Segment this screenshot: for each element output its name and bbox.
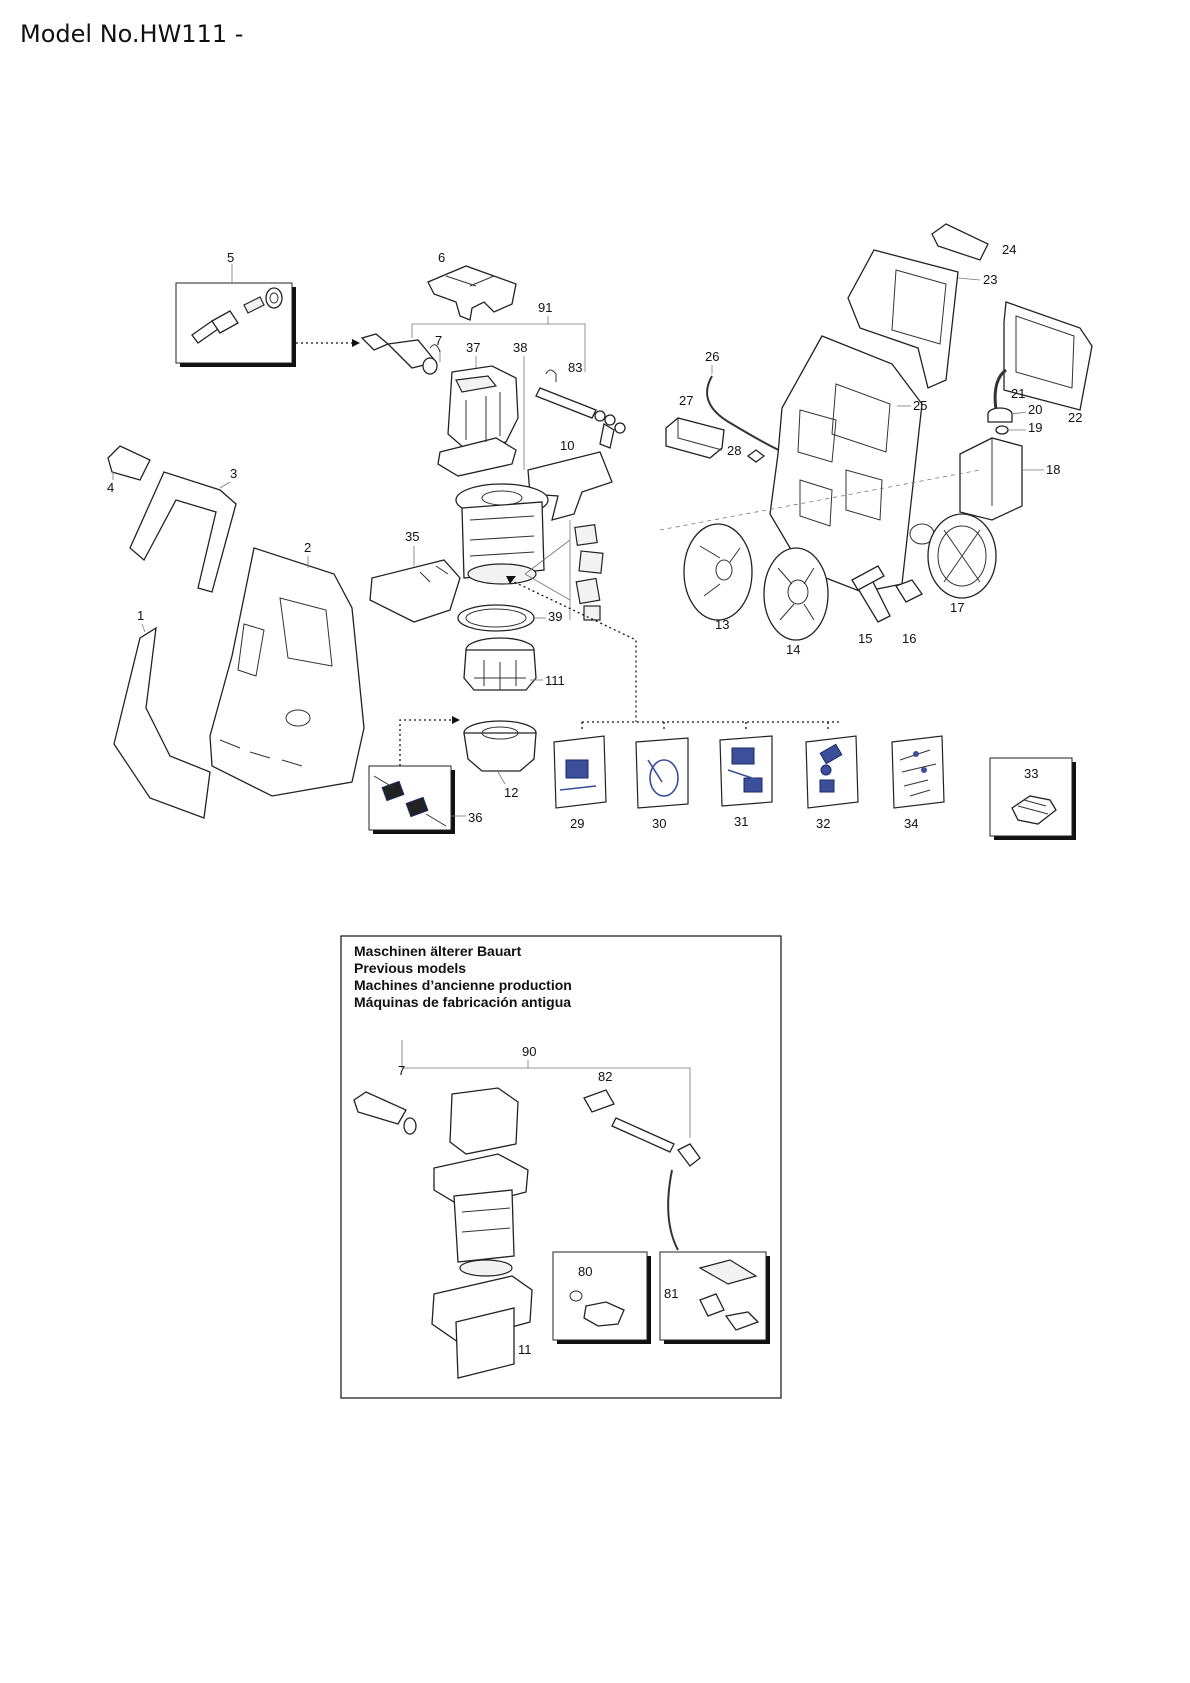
callout-28: 28 — [727, 443, 741, 458]
part-28-clip — [746, 449, 766, 463]
part-6-pump-cover — [427, 265, 517, 321]
kit-34-bag — [891, 735, 945, 809]
part-23-upper-frame — [847, 249, 959, 389]
callout-26: 26 — [705, 349, 719, 364]
callout-7: 7 — [435, 333, 442, 348]
prev-callout-81: 81 — [664, 1286, 678, 1301]
kit-29-bag — [553, 735, 607, 809]
callout-19: 19 — [1028, 420, 1042, 435]
kit-32-bag — [805, 735, 859, 809]
previous-models-panel: Maschinen älterer Bauart Previous models… — [340, 935, 782, 1399]
prev-callout-80: 80 — [578, 1264, 592, 1279]
prev-callout-11: 11 — [518, 1342, 532, 1357]
page-title: Model No.HW111 - — [20, 20, 244, 48]
callout-3: 3 — [230, 466, 237, 481]
callout-31: 31 — [734, 814, 748, 829]
motor-brush-set — [574, 524, 604, 621]
part-111-motor-housing — [463, 637, 537, 691]
kit-30-bag — [635, 737, 689, 809]
kit-31-bag — [719, 735, 773, 807]
motor-assembly — [455, 483, 549, 585]
callout-15: 15 — [858, 631, 872, 646]
callout-37: 37 — [466, 340, 480, 355]
previous-models-title-fr: Machines d’ancienne production — [354, 977, 572, 993]
callout-10: 10 — [560, 438, 574, 453]
callout-39: 39 — [548, 609, 562, 624]
callout-4: 4 — [107, 480, 114, 495]
prev-callout-82: 82 — [598, 1069, 612, 1084]
callout-25: 25 — [913, 398, 927, 413]
part-7-inlet-pipe — [360, 333, 441, 375]
callout-1: 1 — [137, 608, 144, 623]
part-39-seal-ring — [457, 604, 535, 632]
part-27-switch — [665, 417, 725, 459]
part-83-shaft-kit — [535, 369, 626, 449]
callout-32: 32 — [816, 816, 830, 831]
part-17-hose-reel-drum — [927, 513, 997, 599]
part-18-detergent-tank — [959, 437, 1023, 521]
callout-21: 21 — [1011, 386, 1025, 401]
callout-35: 35 — [405, 529, 419, 544]
previous-models-title-de: Maschinen älterer Bauart — [354, 943, 522, 959]
part-5-inlet-coupling — [175, 282, 296, 367]
part-14-reel-wheel — [763, 547, 829, 641]
part-15-crank — [851, 565, 891, 623]
callout-83: 83 — [568, 360, 582, 375]
callout-91: 91 — [538, 300, 552, 315]
part-19-filter — [995, 425, 1009, 435]
callout-17: 17 — [950, 600, 964, 615]
callout-27: 27 — [679, 393, 693, 408]
part-2-front-housing — [209, 547, 365, 797]
callout-20: 20 — [1028, 402, 1042, 417]
callout-18: 18 — [1046, 462, 1060, 477]
part-37-pump-head — [437, 365, 519, 477]
callout-14: 14 — [786, 642, 800, 657]
callout-2: 2 — [304, 540, 311, 555]
callout-24: 24 — [1002, 242, 1016, 257]
part-16-crank-knob — [895, 579, 923, 603]
callout-5: 5 — [227, 250, 234, 265]
callout-13: 13 — [715, 617, 729, 632]
part-13-reel-disc — [683, 523, 753, 621]
callout-30: 30 — [652, 816, 666, 831]
part-36-brush-kit — [368, 765, 455, 834]
prev-callout-90: 90 — [522, 1044, 536, 1059]
part-24-top-cap — [931, 223, 989, 261]
callout-29: 29 — [570, 816, 584, 831]
part-35-motor-plate — [369, 559, 461, 623]
part-33-quick-connector — [989, 757, 1076, 840]
prev-callout-7: 7 — [398, 1063, 405, 1078]
previous-models-title-es: Máquinas de fabricación antigua — [354, 994, 571, 1010]
part-25-chassis — [769, 335, 935, 593]
part-3-handle-frame — [129, 471, 237, 593]
callout-34: 34 — [904, 816, 918, 831]
callout-12: 12 — [504, 785, 518, 800]
part-20-tank-cap — [987, 407, 1013, 423]
part-1-side-cover — [113, 626, 211, 819]
callout-16: 16 — [902, 631, 916, 646]
part-22-tank-holder — [1003, 301, 1093, 411]
callout-22: 22 — [1068, 410, 1082, 425]
part-4-handle-grip — [107, 445, 151, 481]
callout-36: 36 — [468, 810, 482, 825]
callout-6: 6 — [438, 250, 445, 265]
callout-38: 38 — [513, 340, 527, 355]
previous-models-title-en: Previous models — [354, 960, 466, 976]
callout-23: 23 — [983, 272, 997, 287]
callout-33: 33 — [1024, 766, 1038, 781]
part-12-base-housing — [463, 720, 537, 772]
callout-111: 111 — [545, 673, 565, 688]
